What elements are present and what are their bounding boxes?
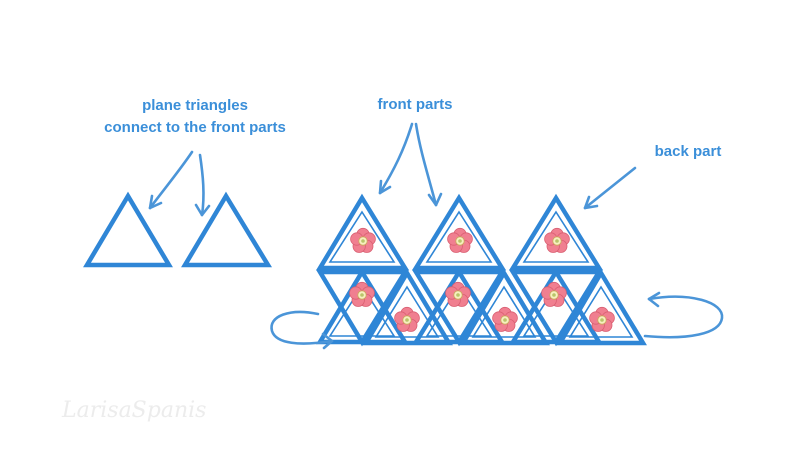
back-part-label: back part [654,143,722,160]
watermark: LarisaSpanis [62,398,207,423]
slanted-triangles [362,268,647,346]
arrow-icon [583,166,637,210]
front-part-triangle-1 [316,193,410,271]
slanted-triangle-2 [459,268,550,346]
plane-triangle-2 [181,191,273,268]
front-parts-label: front parts [377,96,453,113]
arrows [148,122,724,350]
slanted-triangle-1 [362,268,453,346]
flower-icon [544,227,570,253]
flower-icon [589,306,615,332]
flower-icon [394,306,420,332]
bottom-triangles-down [316,269,604,347]
flower-icon [492,306,518,332]
slanted-triangle-3 [556,268,647,346]
arrow-icon [414,122,438,207]
plane-triangles [83,191,273,268]
arrow-icon [378,122,414,195]
inner-outlines [328,210,590,337]
arrow-icon [148,150,194,210]
flower-icon [447,227,473,253]
arrow-icon [198,153,205,217]
arrow-icon [270,310,334,345]
bottom-triangle-down-3 [508,269,604,347]
flower-icon [350,227,376,253]
plane-triangle-1 [83,191,173,268]
bottom-triangle-down-1 [316,269,410,347]
plane-triangles-label: plane triangles connect to the front par… [60,95,330,139]
bottom-triangle-down-2 [411,269,507,347]
slanted-inner-outlines [374,285,634,338]
plane-triangles-label-line2: connect to the front parts [104,119,286,136]
plane-triangles-label-line1: plane triangles [142,97,248,114]
arrow-icon [643,295,724,339]
